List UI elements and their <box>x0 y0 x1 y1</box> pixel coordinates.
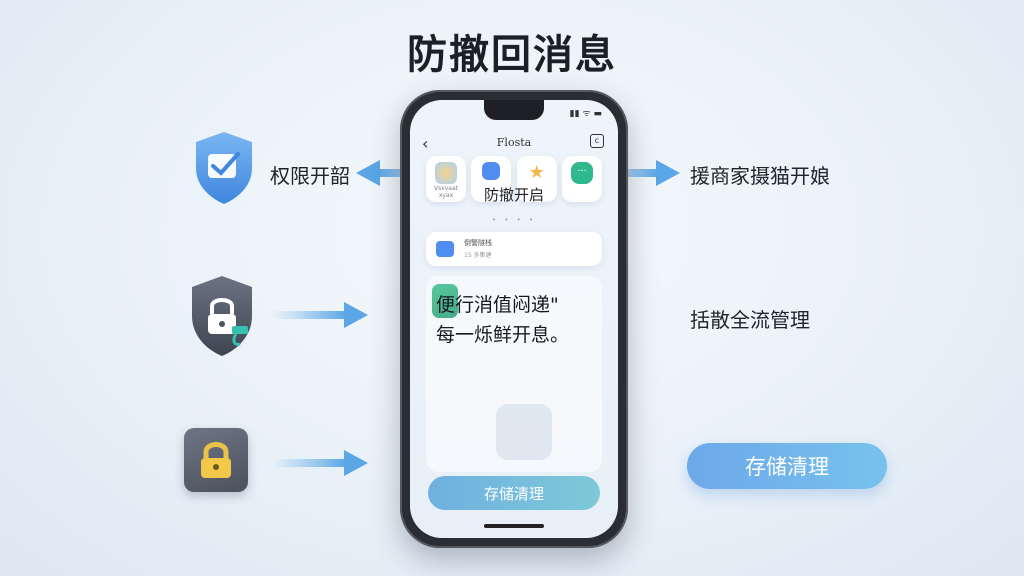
page-title: 防撤回消息 <box>407 32 617 78</box>
check-shield-icon <box>192 130 256 206</box>
star-icon: ★ <box>528 162 545 183</box>
status-bar: ▮▮ ᯤ ▬ <box>569 109 602 119</box>
list-item[interactable]: 倒警隧栈 15 多集建 <box>426 232 602 266</box>
phone-notch <box>484 100 544 120</box>
arrow-right-icon-3 <box>272 448 368 478</box>
chat-bubble-icon: ··· <box>570 162 593 184</box>
app-tile-photos[interactable]: Vsxvaat xyax <box>426 156 466 202</box>
feature-label-right-1: 援商家摄猫开娘 <box>690 164 830 188</box>
back-icon[interactable]: ‹ <box>422 134 429 153</box>
home-indicator <box>484 524 544 528</box>
image-placeholder <box>496 404 552 460</box>
app-grid: Vsxvaat xyax ★ ··· <box>426 156 602 210</box>
feature-label-permission: 权限开韶 <box>270 164 350 188</box>
photos-icon <box>435 162 457 184</box>
anti-recall-status: 防撤开启 <box>483 186 544 204</box>
list-item-icon <box>436 241 454 257</box>
message-card: 便行消值闷递" 每一烁鲜开息。 <box>426 276 602 472</box>
storage-clean-button[interactable]: 存储清理 <box>687 443 887 489</box>
app-logo-icon <box>432 284 458 318</box>
phone-mockup: ▮▮ ᯤ ▬ ‹ Flosta c Vsxvaat xyax ★ ··· 防撤开… <box>400 90 628 548</box>
arrow-right-icon-2 <box>272 300 368 330</box>
lock-shield-icon <box>188 274 256 358</box>
feature-label-right-2: 括散全流管理 <box>690 308 810 332</box>
phone-screen: ▮▮ ᯤ ▬ ‹ Flosta c Vsxvaat xyax ★ ··· 防撤开… <box>410 100 618 538</box>
app-tile-messages[interactable] <box>471 156 512 202</box>
phone-nav-title: Flosta <box>496 136 532 149</box>
message-text: 便行消值闷递" 每一烁鲜开息。 <box>436 294 570 346</box>
lock-icon <box>184 428 248 492</box>
phone-storage-clean-button[interactable]: 存储清理 <box>428 476 600 510</box>
page-dots: • • • • <box>491 216 537 224</box>
message-app-icon <box>482 162 501 180</box>
settings-icon[interactable]: c <box>590 134 604 148</box>
app-tile-chat[interactable]: ··· <box>561 156 602 202</box>
app-tile-star[interactable]: ★ <box>516 156 557 202</box>
